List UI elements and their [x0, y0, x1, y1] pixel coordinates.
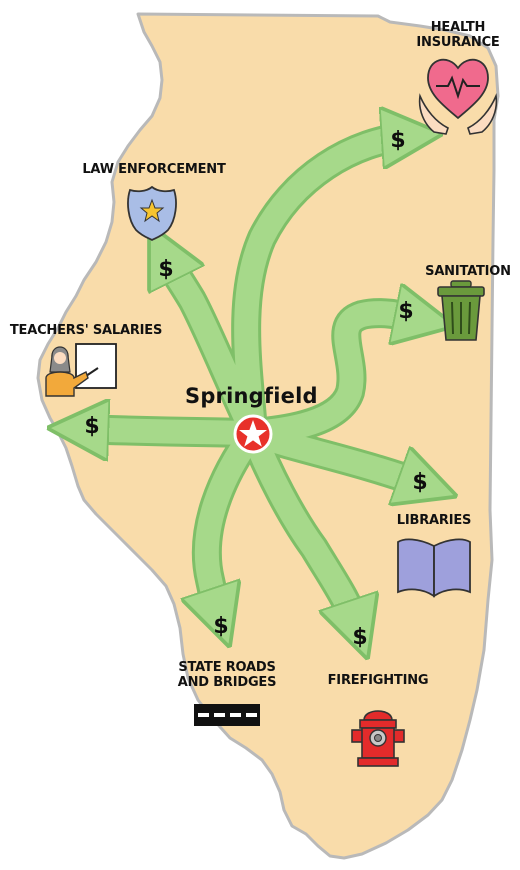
state-roads-label-line1: STATE ROADS	[178, 660, 276, 675]
libraries-label: LIBRARIES	[384, 513, 484, 528]
law-enforcement-label: LAW ENFORCEMENT	[66, 162, 242, 177]
libraries-label-line1: LIBRARIES	[396, 513, 472, 528]
sanitation-label: SANITATION	[418, 264, 518, 279]
book-icon	[397, 538, 471, 598]
fire-hydrant-icon	[351, 710, 405, 767]
dollar-law: $	[158, 257, 174, 282]
teachers-salaries-label-line1: TEACHERS' SALARIES	[9, 323, 163, 338]
dollar-health: $	[390, 128, 406, 153]
law-enforcement-label-line1: LAW ENFORCEMENT	[82, 162, 226, 177]
dollar-fire: $	[352, 625, 368, 650]
capital-label: Springfield	[185, 384, 318, 408]
sanitation-label-line1: SANITATION	[425, 264, 511, 279]
dollar-libraries: $	[412, 470, 428, 495]
health-insurance-label: HEALTH INSURANCE	[398, 20, 518, 50]
state-roads-label: STATE ROADS AND BRIDGES	[160, 660, 294, 690]
firefighting-label-line1: FIREFIGHTING	[327, 673, 429, 688]
capital-star-icon	[233, 414, 273, 454]
dollar-sanitation: $	[398, 299, 414, 324]
heart-hands-icon	[418, 58, 498, 135]
teacher-icon	[45, 343, 117, 397]
teachers-salaries-label: TEACHERS' SALARIES	[4, 323, 168, 338]
dollar-teachers: $	[84, 414, 100, 439]
state-roads-label-line2: AND BRIDGES	[177, 675, 277, 690]
road-icon	[194, 704, 260, 726]
health-insurance-label-line1: HEALTH	[430, 20, 486, 35]
police-badge-icon	[127, 185, 177, 242]
health-insurance-label-line2: INSURANCE	[416, 35, 500, 50]
dollar-roads: $	[213, 614, 229, 639]
firefighting-label: FIREFIGHTING	[320, 673, 436, 688]
trash-can-icon	[437, 280, 485, 341]
